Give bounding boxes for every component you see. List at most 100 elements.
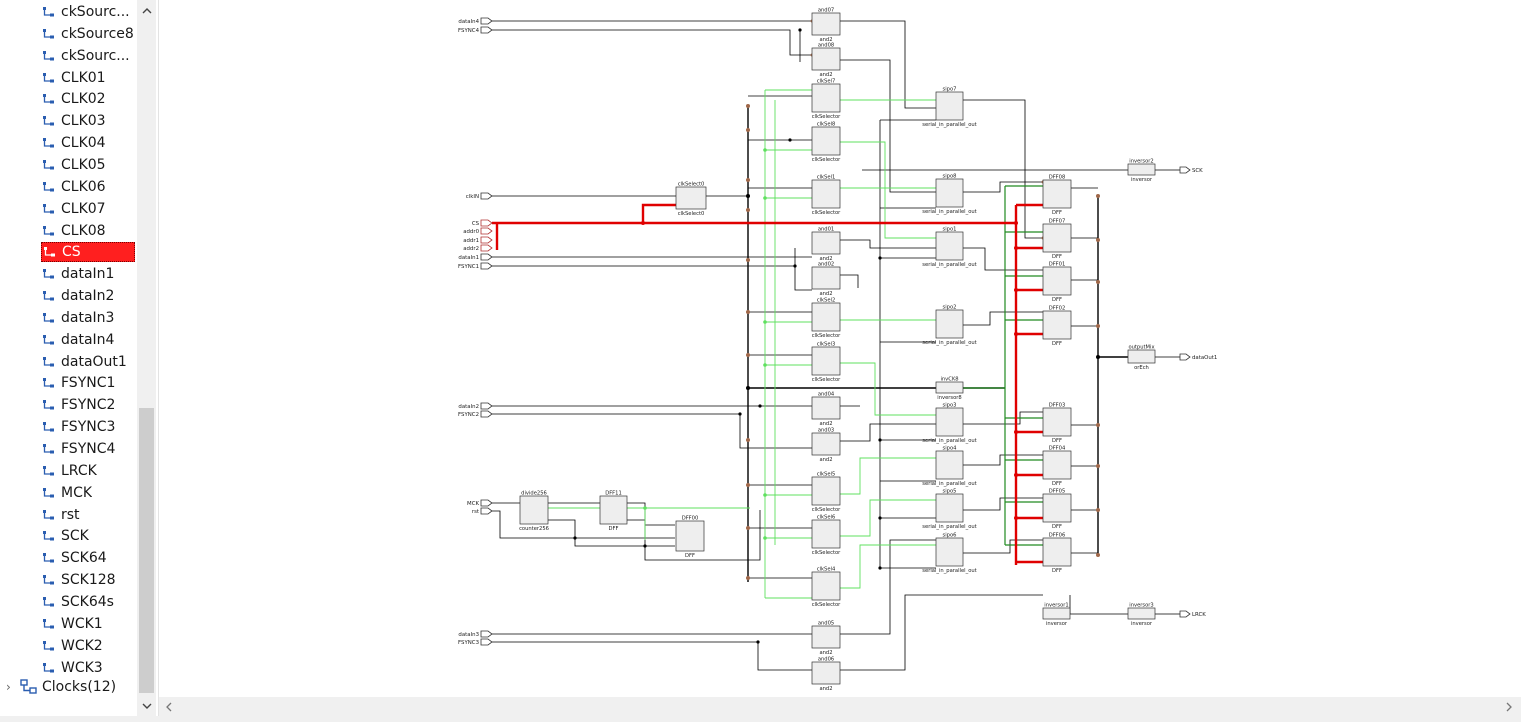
net-item[interactable]: SCK <box>41 526 135 546</box>
horizontal-scrollbar[interactable] <box>159 697 1521 716</box>
output-port[interactable]: dataOut1 <box>1179 353 1217 361</box>
cell-box[interactable] <box>935 537 964 567</box>
net-item[interactable]: CLK04 <box>41 133 135 153</box>
net-item[interactable]: ckSource8 <box>41 24 135 44</box>
net-item[interactable]: CLK03 <box>41 111 135 131</box>
schematic-diagram[interactable]: dataIn4FSYNC4clkINCSaddr0addr1addr2dataI… <box>159 0 1521 697</box>
net-item[interactable]: dataIn2 <box>41 286 135 306</box>
cell-box[interactable] <box>935 231 964 261</box>
cell-box[interactable] <box>811 47 841 71</box>
input-port[interactable]: FSYNC1 <box>458 262 493 270</box>
cell-box[interactable] <box>935 309 964 339</box>
net-item[interactable]: dataOut1 <box>41 352 135 372</box>
cell-box[interactable] <box>1127 163 1156 176</box>
net-item[interactable]: CLK02 <box>41 89 135 109</box>
cell-box[interactable] <box>1042 223 1072 253</box>
scroll-down-button[interactable] <box>137 696 156 716</box>
cell-box[interactable] <box>811 83 841 113</box>
cell-box[interactable] <box>811 302 841 332</box>
net-item[interactable]: SCK128 <box>41 570 135 590</box>
net-item[interactable]: WCK3 <box>41 658 135 678</box>
input-port[interactable]: FSYNC2 <box>458 410 493 418</box>
cell-box[interactable] <box>811 476 841 506</box>
cell-box[interactable] <box>1127 349 1156 364</box>
cell-box[interactable] <box>935 381 964 394</box>
net-item[interactable]: CS <box>41 242 135 263</box>
cell-box[interactable] <box>675 520 705 552</box>
input-port[interactable]: dataIn1 <box>458 253 493 261</box>
output-port[interactable]: SCK <box>1179 166 1203 174</box>
chevron-left-icon[interactable] <box>163 701 175 713</box>
cell-box[interactable] <box>1042 537 1072 567</box>
net-item[interactable]: dataIn1 <box>41 264 135 284</box>
net-item[interactable]: FSYNC4 <box>41 439 135 459</box>
cell-box[interactable] <box>1127 607 1156 620</box>
cell-box[interactable] <box>599 495 628 525</box>
input-port[interactable]: addr2 <box>463 244 493 252</box>
input-port[interactable]: MCK <box>467 499 493 507</box>
input-port[interactable]: FSYNC3 <box>458 638 493 646</box>
net-item[interactable]: FSYNC2 <box>41 395 135 415</box>
cell-box[interactable] <box>811 571 841 601</box>
tree-group-clocks[interactable]: › Clocks(12) <box>6 677 116 697</box>
net-item[interactable]: CLK05 <box>41 155 135 175</box>
net-item[interactable]: LRCK <box>41 461 135 481</box>
cell-box[interactable] <box>811 519 841 549</box>
output-port[interactable]: LRCK <box>1179 610 1206 618</box>
input-port[interactable]: addr1 <box>463 236 493 244</box>
net-item[interactable]: WCK2 <box>41 636 135 656</box>
cell-box[interactable] <box>1042 266 1072 296</box>
cell-box[interactable] <box>935 493 964 523</box>
net-item[interactable]: dataIn3 <box>41 308 135 328</box>
input-port[interactable]: dataIn3 <box>458 630 493 638</box>
net-item[interactable]: SCK64s <box>41 592 135 612</box>
cell-box[interactable] <box>519 495 549 525</box>
net-item[interactable]: FSYNC3 <box>41 417 135 437</box>
net-item[interactable]: CLK01 <box>41 68 135 88</box>
cell-box[interactable] <box>935 178 964 208</box>
cell-box[interactable] <box>1042 310 1072 340</box>
cell-box[interactable] <box>675 186 707 210</box>
vertical-scroll-thumb[interactable] <box>139 408 154 693</box>
chevron-right-icon[interactable]: › <box>6 680 11 694</box>
input-port[interactable]: rst <box>472 507 493 515</box>
chevron-right-icon[interactable] <box>1503 701 1515 713</box>
cell-box[interactable] <box>1042 450 1072 480</box>
cell-box[interactable] <box>935 91 964 121</box>
cell-box[interactable] <box>811 231 841 255</box>
cell-box[interactable] <box>935 450 964 480</box>
net-item[interactable]: FSYNC1 <box>41 373 135 393</box>
input-port[interactable]: FSYNC4 <box>458 26 493 34</box>
net-item[interactable]: WCK1 <box>41 614 135 634</box>
net-item[interactable]: ckSourc... <box>41 2 135 22</box>
